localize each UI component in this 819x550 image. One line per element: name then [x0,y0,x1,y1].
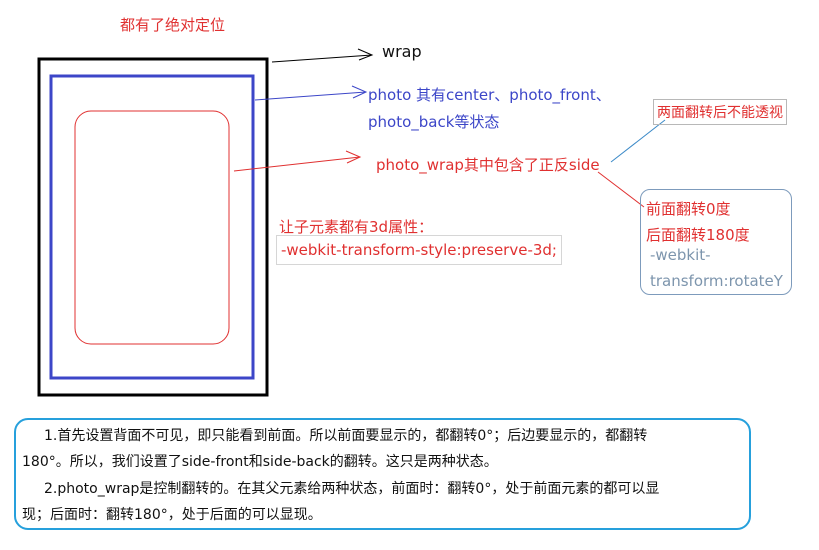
wrap-arrow-head [357,48,374,61]
note-line-1: 1.首先设置背面不可见，即只能看到前面。所以前面要显示的，都翻转0°；后边要显示… [44,428,648,444]
note-line-3: 2.photo_wrap是控制翻转的。在其父元素给两种状态，前面时：翻转0°，处… [44,481,660,497]
photo-arrow [254,91,367,101]
no-see-through-note: 两面翻转后不能透视 [653,99,787,125]
photo-box [49,74,255,380]
photo-arrow-head [351,85,368,99]
photo-label-line1: photo 其有center、photo_front、 [368,86,611,104]
photo-wrap-box [74,110,230,345]
flip-back-label: 后面翻转180度 [646,226,750,244]
no-see-through-connector [610,119,666,163]
wrap-label: wrap [382,42,422,61]
photo-wrap-arrow [233,156,361,172]
photo-label-line2: photo_back等状态 [368,113,500,131]
note-line-2: 180°。所以，我们设置了side-front和side-back的翻转。这只是… [22,454,498,470]
photo-wrap-arrow-head [345,150,362,164]
flip-front-label: 前面翻转0度 [646,200,731,218]
wrap-box [37,57,269,397]
flip-box-connector [597,171,645,208]
note-line-4: 现；后面时：翻转180°，处于后面的可以显现。 [22,507,322,523]
flip-info-box [640,189,792,295]
style-code-box: -webkit-transform-style:preserve-3d; [276,235,562,265]
photo-wrap-label: photo_wrap其中包含了正反side [376,156,600,174]
diagram-title: 都有了绝对定位 [120,16,226,34]
flip-code-line2: transform:rotateY [650,272,783,290]
flip-code-line1: -webkit- [650,246,711,264]
explanation-note-box [14,418,751,530]
style-intro-label: 让子元素都有3d属性： [279,218,434,236]
wrap-arrow [271,54,373,63]
